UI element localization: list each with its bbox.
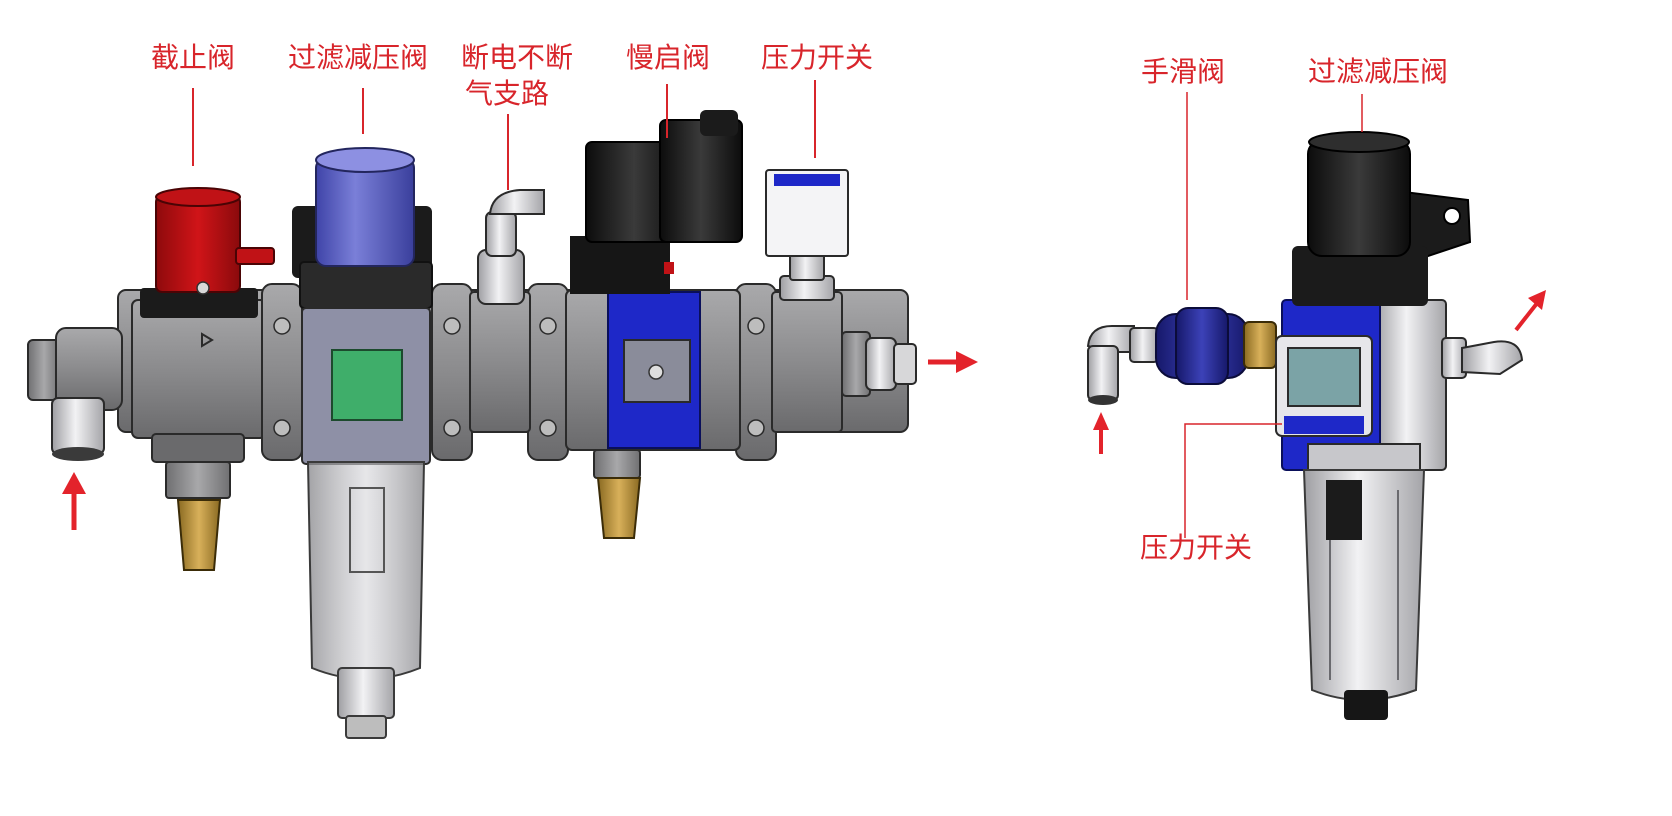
label-shutoff-valve: 截止阀 — [150, 41, 236, 74]
filter-regulator-unit — [292, 147, 433, 739]
filter-bowl — [306, 461, 426, 680]
arrow-up-icon — [62, 472, 86, 530]
left-leader-lines — [192, 80, 816, 190]
label-pressure-switch-left: 压力开关 — [760, 41, 874, 74]
label-hand-slide-valve: 手滑阀 — [1140, 55, 1226, 88]
inlet-elbow-right — [1086, 325, 1159, 405]
label-power-loss-branch-line-1: 断电不断 — [460, 41, 574, 74]
outlet-fitting-left — [841, 331, 917, 397]
pressure-switch-display — [1275, 335, 1373, 437]
hand-slide-valve — [1155, 307, 1277, 385]
left-assembly — [27, 110, 917, 739]
soft-start-valve — [565, 110, 743, 539]
label-power-loss-branch-line-2: 气支路 — [464, 77, 550, 110]
outlet-elbow-right — [1441, 337, 1524, 379]
label-pressure-switch-right: 压力开关 — [1139, 531, 1253, 564]
power-loss-branch-block — [469, 189, 545, 433]
gauge-window — [331, 349, 403, 421]
filter-bowl-right — [1302, 469, 1426, 701]
arrow-right-icon — [928, 351, 978, 373]
label-soft-start-valve: 慢启阀 — [625, 41, 711, 74]
label-filter-regulator-left: 过滤减压阀 — [287, 41, 429, 74]
right-leader-lines — [1184, 92, 1363, 538]
pressure-switch-left — [765, 169, 849, 433]
red-shutoff-knob — [155, 187, 275, 295]
shutoff-valve-module — [131, 288, 267, 571]
label-filter-regulator-right: 过滤减压阀 — [1307, 55, 1449, 88]
bracket-screws — [273, 317, 765, 437]
inlet-elbow-fitting — [27, 327, 123, 461]
right-assembly — [1086, 131, 1524, 720]
arrow-up-right-icon — [1514, 290, 1546, 332]
arrow-up-icon — [1093, 412, 1109, 454]
